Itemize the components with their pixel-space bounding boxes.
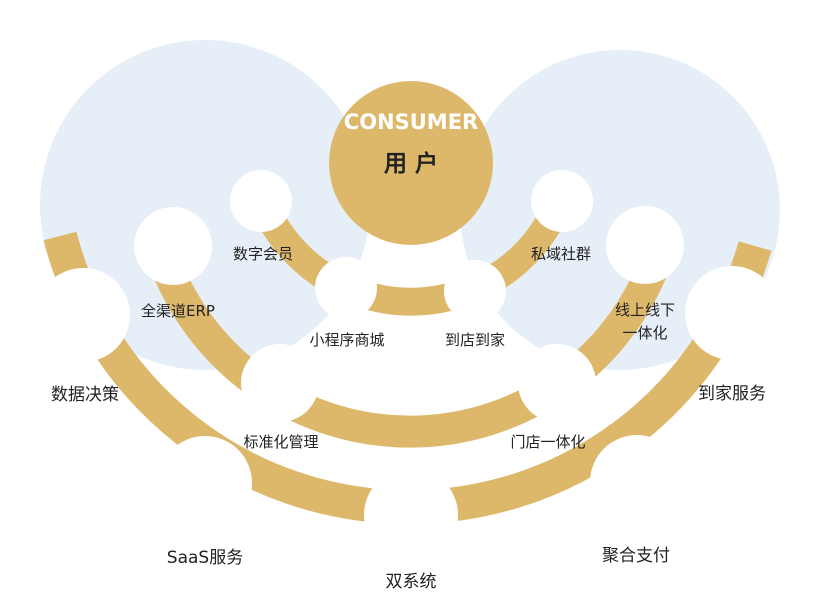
label-erp: 全渠道ERP — [141, 302, 215, 320]
label-shuju: 数据决策 — [51, 385, 119, 405]
label-sishe: 私域社群 — [531, 245, 591, 263]
consumer-label-en: CONSUMER — [344, 110, 478, 134]
node-circle-shuju — [36, 268, 130, 362]
consumer-circle — [329, 81, 493, 245]
consumer-label-zh: 用 户 — [384, 150, 438, 177]
label-daodian: 到店到家 — [445, 331, 505, 349]
label-saas: SaaS服务 — [167, 548, 243, 568]
label-shuang: 双系统 — [386, 572, 437, 592]
label-xianshang-line2: 一体化 — [622, 324, 667, 342]
label-biaozhun: 标准化管理 — [243, 433, 318, 451]
node-circle-saas — [158, 436, 252, 530]
label-xiaochengxu: 小程序商城 — [309, 331, 384, 349]
node-circle-daodian — [444, 260, 506, 322]
middle-arc — [144, 243, 676, 448]
inner-arc — [248, 194, 574, 316]
label-xianshang-line1: 线上线下 — [615, 301, 675, 319]
node-circle-erp — [134, 207, 212, 285]
node-circle-daojiafuwu — [685, 266, 779, 360]
node-circle-juhe — [590, 435, 684, 529]
node-circle-sishe — [531, 170, 593, 232]
label-juhe: 聚合支付 — [602, 546, 670, 566]
node-circle-biaozhun — [241, 344, 319, 422]
node-labels: 数据决策 SaaS服务 双系统 聚合支付 到家服务 全渠道ERP 标准化管理 门… — [51, 245, 766, 592]
node-circle-xianshang — [606, 206, 684, 284]
node-circles — [36, 170, 779, 562]
label-mendian: 门店一体化 — [510, 433, 585, 451]
node-circle-shuang — [364, 468, 458, 562]
label-daojiafuwu: 到家服务 — [698, 384, 766, 404]
left-bubble — [40, 40, 370, 370]
node-circle-huiyuan — [230, 170, 292, 232]
consumer-center: CONSUMER 用 户 — [329, 81, 493, 245]
node-circle-mendian — [518, 344, 596, 422]
label-huiyuan: 数字会员 — [233, 245, 293, 263]
node-circle-xiaochengxu — [315, 257, 377, 319]
